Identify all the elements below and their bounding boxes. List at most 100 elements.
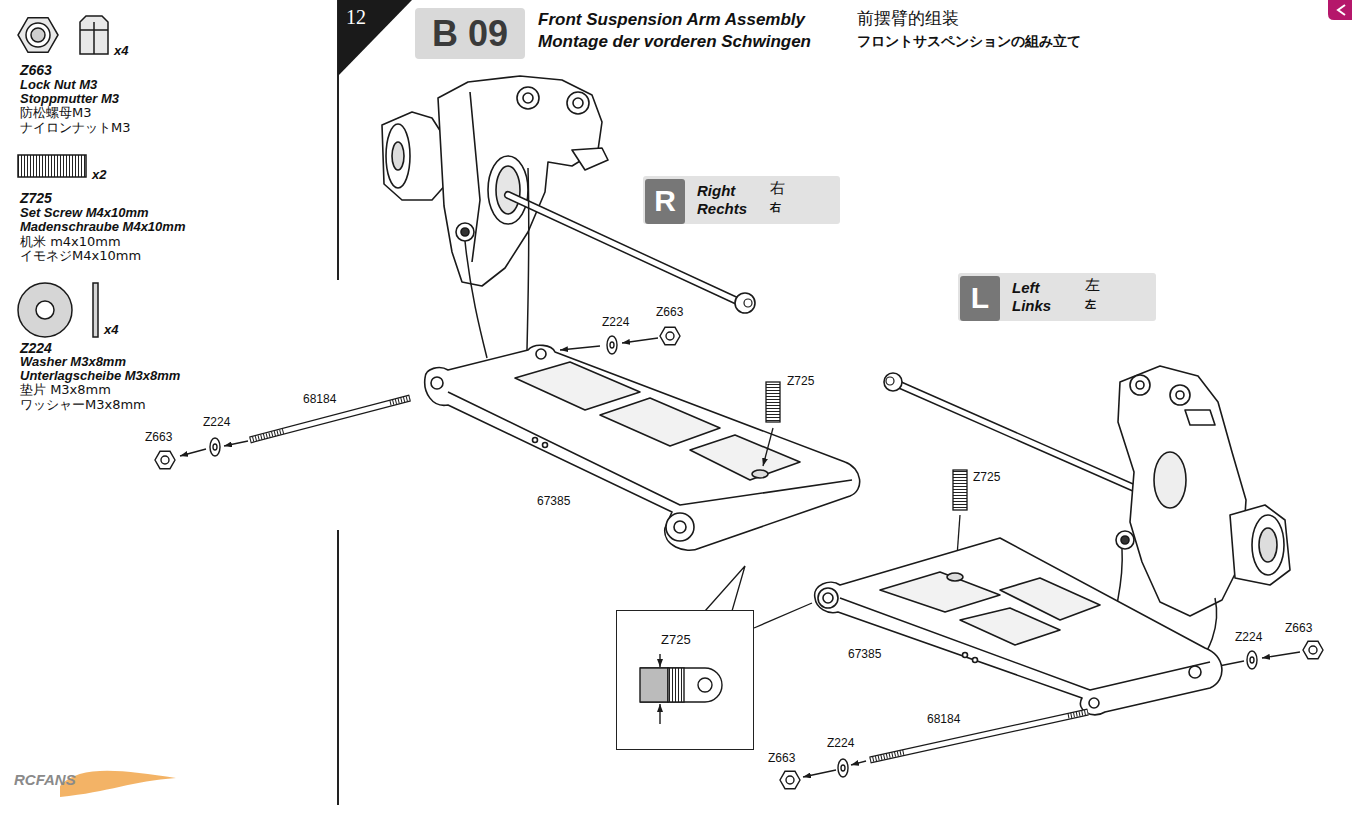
nut-icon <box>26 23 50 47</box>
callout-pointer <box>617 566 812 749</box>
node-text: R <box>654 184 676 219</box>
part-name: Unterlagscheibe M3x8mm <box>20 369 180 384</box>
node-text: Right <box>697 182 735 199</box>
hinge-pin <box>870 752 905 760</box>
part-name: Washer M3x8mm <box>20 355 126 370</box>
suspension-arm <box>425 345 860 550</box>
set-screw <box>953 470 967 510</box>
callout-pointer <box>754 603 812 628</box>
suspension-arm <box>515 362 640 410</box>
step-title: 前摆臂的组装 <box>857 9 959 29</box>
hinge-pin <box>1068 712 1088 716</box>
suspension-arm <box>600 398 720 446</box>
part-name: Set Screw M4x10mm <box>20 206 149 221</box>
callout-pointer <box>617 611 753 749</box>
node-text: Left <box>1012 279 1040 296</box>
part-name: Stoppmutter M3 <box>20 92 119 107</box>
suspension-arm <box>818 588 838 608</box>
washer <box>1250 657 1254 663</box>
callout-number: Z224 <box>203 416 230 430</box>
lock-nut <box>161 456 169 464</box>
assembly-arrow <box>763 428 773 466</box>
assembly-arrow <box>180 338 1300 777</box>
step-number: 12 <box>346 6 366 29</box>
steering-knuckle <box>523 93 533 103</box>
callout-number: 67385 <box>537 495 570 509</box>
divider-line <box>337 0 339 805</box>
side-letter: R <box>645 179 685 224</box>
lock-nut <box>786 776 794 784</box>
washer-icon <box>36 301 54 319</box>
hinge-pin <box>870 712 1088 760</box>
zoom-detail <box>640 654 722 724</box>
assembly-arrow <box>851 761 866 765</box>
node-text: 左 <box>1085 299 1096 312</box>
set-screw-icon <box>18 155 86 177</box>
side-tag: LeftLinks左左L <box>958 273 1156 321</box>
drive-shaft <box>886 377 894 385</box>
suspension-arm <box>815 538 1222 715</box>
part-name: ワッシャーM3x8mm <box>20 398 146 413</box>
step-corner <box>338 0 412 76</box>
assembly-arrow <box>224 441 248 446</box>
suspension-arm <box>815 538 1222 715</box>
part-name: イモネジM4x10mm <box>20 249 141 264</box>
drive-shaft <box>900 385 1150 495</box>
callout-number: Z663 <box>656 306 683 320</box>
steering-knuckle <box>1230 505 1290 585</box>
side-tag: RightRechts右右R <box>643 176 840 224</box>
callout-number: Z224 <box>1235 631 1262 645</box>
callout-number: Z663 <box>768 752 795 766</box>
lock-nut <box>780 771 800 788</box>
side-letter: L <box>960 276 1000 321</box>
washer-icon <box>18 283 98 337</box>
suspension-arm <box>752 470 768 478</box>
node-text: Rechts <box>697 200 747 217</box>
drive-shaft <box>884 373 1150 495</box>
zoom-detail <box>698 678 712 692</box>
steering-knuckle <box>1154 452 1186 508</box>
steering-knuckle <box>1176 391 1184 399</box>
nut-icon <box>31 28 45 42</box>
node-text: 左 <box>1085 277 1100 294</box>
set-screw-icon <box>18 155 86 177</box>
steering-knuckle <box>470 92 480 262</box>
drive-shaft <box>744 299 752 307</box>
washer <box>210 438 220 456</box>
nut-icon <box>18 16 108 54</box>
steering-knuckle <box>573 98 583 108</box>
watermark-flame <box>60 771 176 797</box>
suspension-arm <box>947 573 963 581</box>
nut-icon <box>80 16 108 54</box>
callout-number: Z224 <box>827 737 854 751</box>
washer-icon <box>93 283 98 337</box>
part-name: 机米 m4x10mm <box>20 235 121 250</box>
callout-pointer <box>705 566 745 611</box>
steering-knuckle <box>392 142 404 170</box>
part-name: 防松螺母M3 <box>20 106 92 121</box>
callout-number: Z663 <box>145 431 172 445</box>
suspension-arm <box>1189 666 1201 678</box>
steering-knuckle <box>488 156 528 224</box>
steering-knuckle <box>1121 536 1129 544</box>
assembly-arrow <box>560 346 600 350</box>
leader-line <box>465 241 487 358</box>
suspension-arm <box>448 392 852 505</box>
steering-knuckle <box>382 112 448 200</box>
nut-icon <box>80 29 108 31</box>
suspension-arm <box>880 572 1000 612</box>
lock-nut <box>666 332 674 340</box>
drive-shaft <box>508 195 755 313</box>
watermark: RCFANS <box>14 771 76 788</box>
zoom-detail <box>640 668 722 702</box>
lock-nut <box>155 327 1323 788</box>
suspension-arm <box>823 593 833 603</box>
steering-knuckle <box>1116 366 1290 616</box>
callout-number: Z224 <box>602 316 629 330</box>
callout-number: Z725 <box>787 375 814 389</box>
steering-knuckle <box>1259 528 1277 562</box>
suspension-arm <box>960 608 1060 645</box>
suspension-arm <box>666 513 694 541</box>
steering-knuckle <box>382 76 608 286</box>
